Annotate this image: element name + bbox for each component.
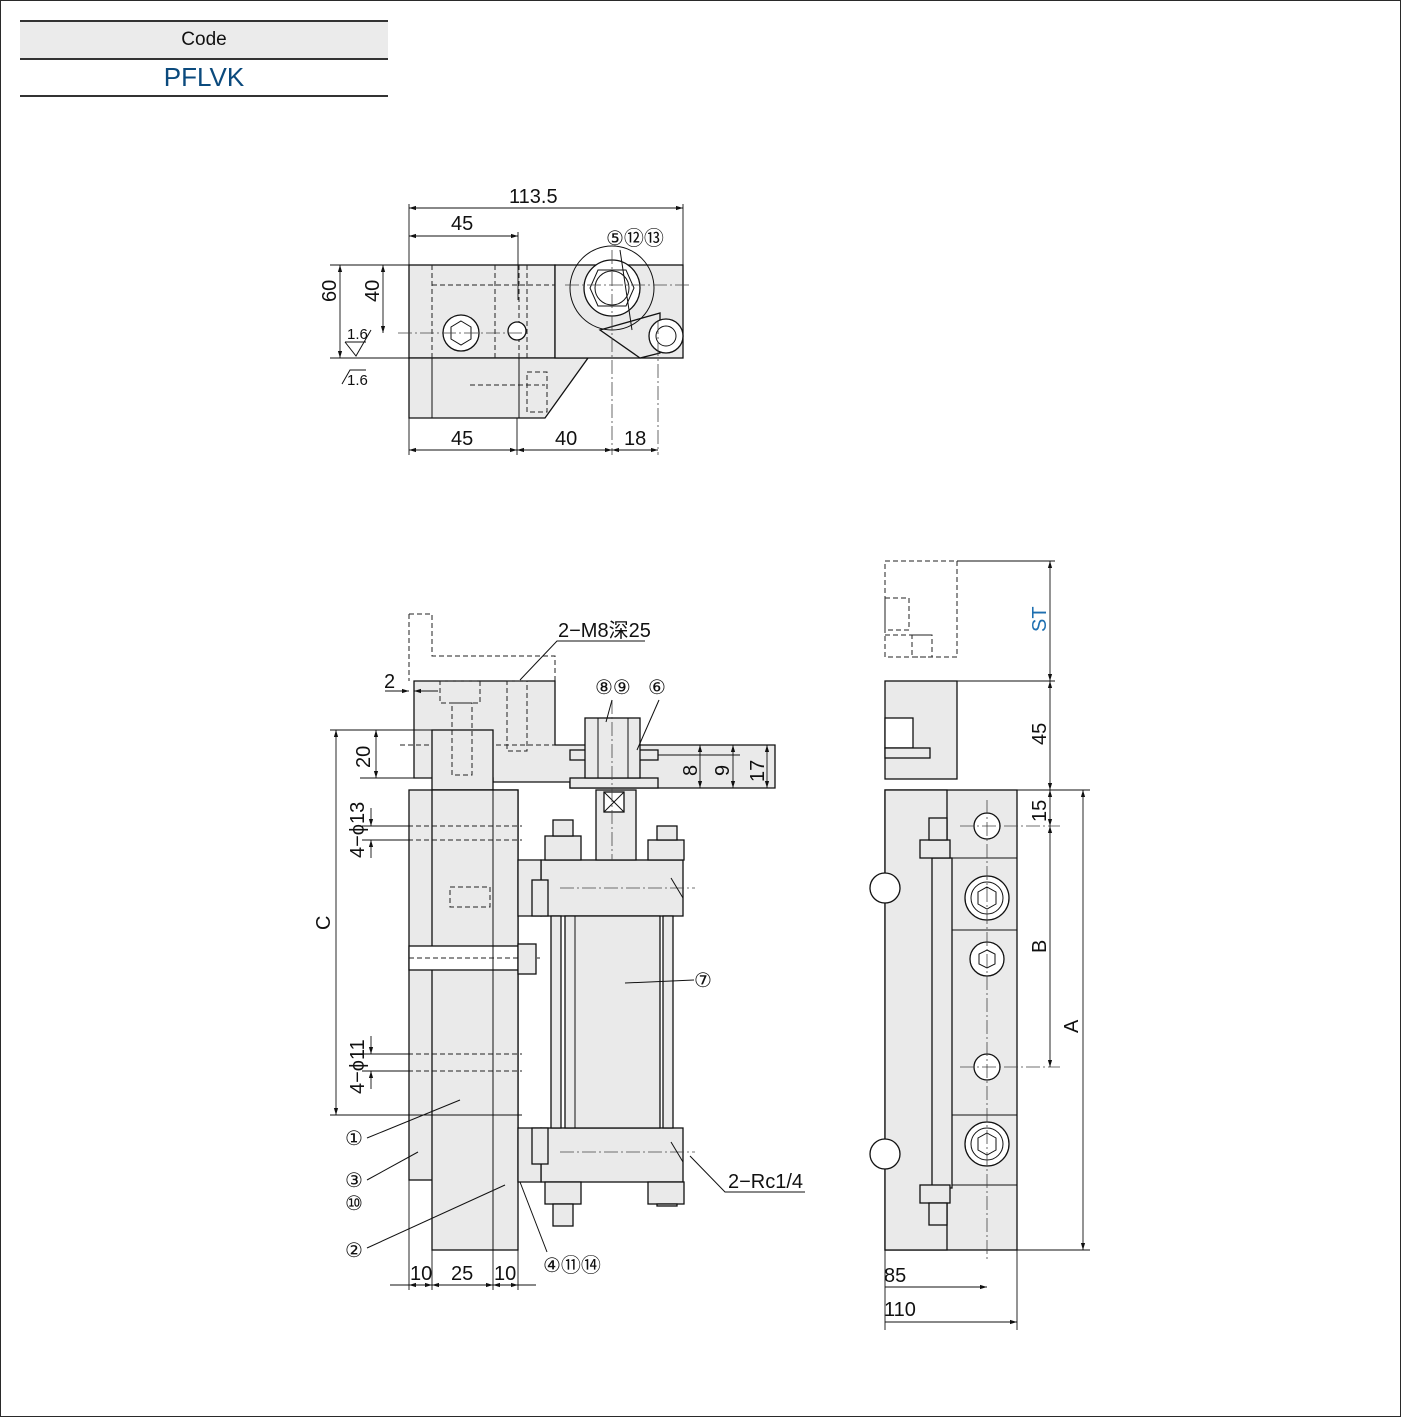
dim-17: 17 <box>747 760 769 782</box>
dim-side-45: 45 <box>1029 723 1051 745</box>
callout-3: ③ <box>345 1170 363 1192</box>
callout-4-11-14: ④⑪⑭ <box>543 1254 601 1277</box>
dim-113-5: 113.5 <box>509 186 558 208</box>
dim-18: 18 <box>624 428 646 450</box>
callout-5-12-13: ⑤⑫⑬ <box>606 227 664 250</box>
dim-25: 25 <box>451 1263 473 1285</box>
dim-st: ST <box>1029 606 1051 632</box>
code-header: Code <box>20 20 388 60</box>
dim-bottom-40: 40 <box>555 428 577 450</box>
dim-a: A <box>1061 1019 1083 1033</box>
dim-110: 110 <box>884 1299 916 1321</box>
roughness-top: 1.6 <box>347 326 368 343</box>
dim-10-left: 10 <box>410 1263 432 1285</box>
callout-8-9: ⑧⑨ <box>595 677 631 699</box>
callout-7: ⑦ <box>694 970 712 992</box>
dim-20: 20 <box>353 746 375 768</box>
roughness-bottom: 1.6 <box>347 372 368 389</box>
dim-85: 85 <box>884 1265 906 1287</box>
dim-hole-11: 4−ϕ11 <box>347 1039 369 1094</box>
dim-15: 15 <box>1029 800 1051 822</box>
callout-6: ⑥ <box>648 677 666 699</box>
dim-top-45: 45 <box>451 213 473 235</box>
dim-40-vertical: 40 <box>362 280 384 302</box>
callout-rc: 2−Rc1/4 <box>728 1171 803 1193</box>
top-view: 113.5 45 60 40 1.6 1.6 45 40 18 ⑤⑫⑬ <box>319 186 690 455</box>
dim-60: 60 <box>319 280 341 302</box>
dim-bottom-45: 45 <box>451 428 473 450</box>
dim-c: C <box>313 916 335 930</box>
code-value: PFLVK <box>20 60 388 97</box>
callout-2: ② <box>345 1240 363 1262</box>
code-table: Code PFLVK <box>20 20 388 97</box>
front-view: 2−M8深25 ⑧⑨ ⑥ ⑦ ① ③ ⑩ ② ④⑪⑭ 2−Rc1/4 2 20 … <box>313 613 805 1290</box>
dim-8: 8 <box>680 765 702 776</box>
side-view: ST 45 15 B A 85 110 <box>869 560 1090 1330</box>
dim-2: 2 <box>384 671 395 693</box>
callout-10: ⑩ <box>345 1193 363 1215</box>
callout-1: ① <box>345 1128 363 1150</box>
dim-b: B <box>1029 940 1051 953</box>
callout-m8: 2−M8深25 <box>558 619 651 642</box>
dim-9: 9 <box>712 765 734 776</box>
dim-hole-13: 4−ϕ13 <box>347 802 369 858</box>
dim-10-right: 10 <box>494 1263 516 1285</box>
